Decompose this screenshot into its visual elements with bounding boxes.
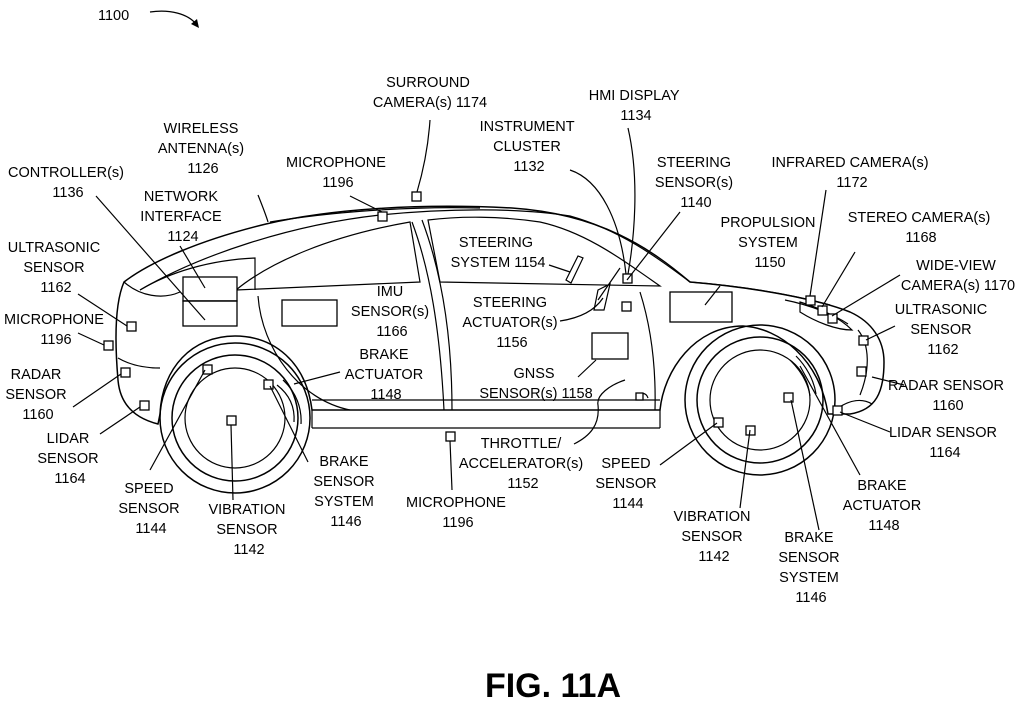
label-radar-front: RADAR SENSOR 1160 bbox=[888, 378, 1008, 414]
propulsion-system-box bbox=[670, 292, 732, 322]
label-ultrasonic-rear: ULTRASONIC SENSOR 1162 bbox=[8, 240, 104, 296]
steering-system bbox=[566, 256, 620, 310]
front-wheel bbox=[685, 325, 835, 475]
controller-box bbox=[183, 277, 237, 326]
label-brake-actuator-front: BRAKE ACTUATOR 1148 bbox=[843, 478, 925, 534]
label-steering-system: STEERING SYSTEM 1154 bbox=[451, 235, 546, 271]
label-brake-actuator-rear: BRAKE ACTUATOR 1148 bbox=[345, 347, 427, 403]
ref-arrow bbox=[150, 11, 199, 28]
label-surround-camera: SURROUND CAMERA(s) 1174 bbox=[373, 75, 487, 111]
gnss-sensor-box bbox=[592, 333, 628, 359]
label-brake-sensor-front: BRAKE SENSOR SYSTEM 1146 bbox=[778, 530, 843, 606]
imu-sensor-box bbox=[282, 300, 337, 326]
label-hmi-display: HMI DISPLAY 1134 bbox=[589, 88, 684, 124]
label-network-interface: NETWORK INTERFACE 1124 bbox=[140, 189, 225, 245]
label-instrument-cluster: INSTRUMENT CLUSTER 1132 bbox=[480, 119, 579, 175]
label-steering-sensor: STEERING SENSOR(s) 1140 bbox=[655, 155, 737, 211]
label-brake-sensor-rear: BRAKE SENSOR SYSTEM 1146 bbox=[313, 454, 378, 530]
label-microphone-bottom: MICROPHONE 1196 bbox=[406, 495, 510, 531]
label-propulsion-system: PROPULSION SYSTEM 1150 bbox=[720, 215, 819, 271]
label-wireless-antenna: WIRELESS ANTENNA(s) 1126 bbox=[158, 121, 248, 177]
label-radar-rear: RADAR SENSOR 1160 bbox=[5, 367, 70, 423]
label-speed-sensor-front: SPEED SENSOR 1144 bbox=[595, 456, 660, 512]
label-stereo-camera: STEREO CAMERA(s) 1168 bbox=[848, 210, 995, 246]
figure-caption: FIG. 11A bbox=[485, 667, 621, 705]
label-wide-view-camera: WIDE-VIEW CAMERA(s) 1170 bbox=[901, 258, 1015, 294]
label-lidar-rear: LIDAR SENSOR 1164 bbox=[37, 431, 102, 487]
label-microphone-rear: MICROPHONE 1196 bbox=[4, 312, 108, 348]
label-controller: CONTROLLER(s) 1136 bbox=[8, 165, 128, 201]
label-microphone-roof: MICROPHONE 1196 bbox=[286, 155, 390, 191]
label-speed-sensor-rear: SPEED SENSOR 1144 bbox=[118, 481, 183, 537]
label-steering-actuator: STEERING ACTUATOR(s) 1156 bbox=[462, 295, 561, 351]
label-infrared-camera: INFRARED CAMERA(s) 1172 bbox=[771, 155, 932, 191]
label-vibration-sensor-front: VIBRATION SENSOR 1142 bbox=[673, 509, 754, 565]
figure-ref-number: 1100 bbox=[98, 8, 129, 24]
label-ultrasonic-front: ULTRASONIC SENSOR 1162 bbox=[895, 302, 991, 358]
label-imu-sensor: IMU SENSOR(s) 1166 bbox=[351, 284, 433, 340]
label-throttle: THROTTLE/ ACCELERATOR(s) 1152 bbox=[459, 436, 587, 492]
label-vibration-sensor-rear: VIBRATION SENSOR 1142 bbox=[208, 502, 289, 558]
label-lidar-front: LIDAR SENSOR 1164 bbox=[889, 425, 1001, 461]
label-gnss-sensor: GNSS SENSOR(s) 1158 bbox=[479, 366, 592, 402]
